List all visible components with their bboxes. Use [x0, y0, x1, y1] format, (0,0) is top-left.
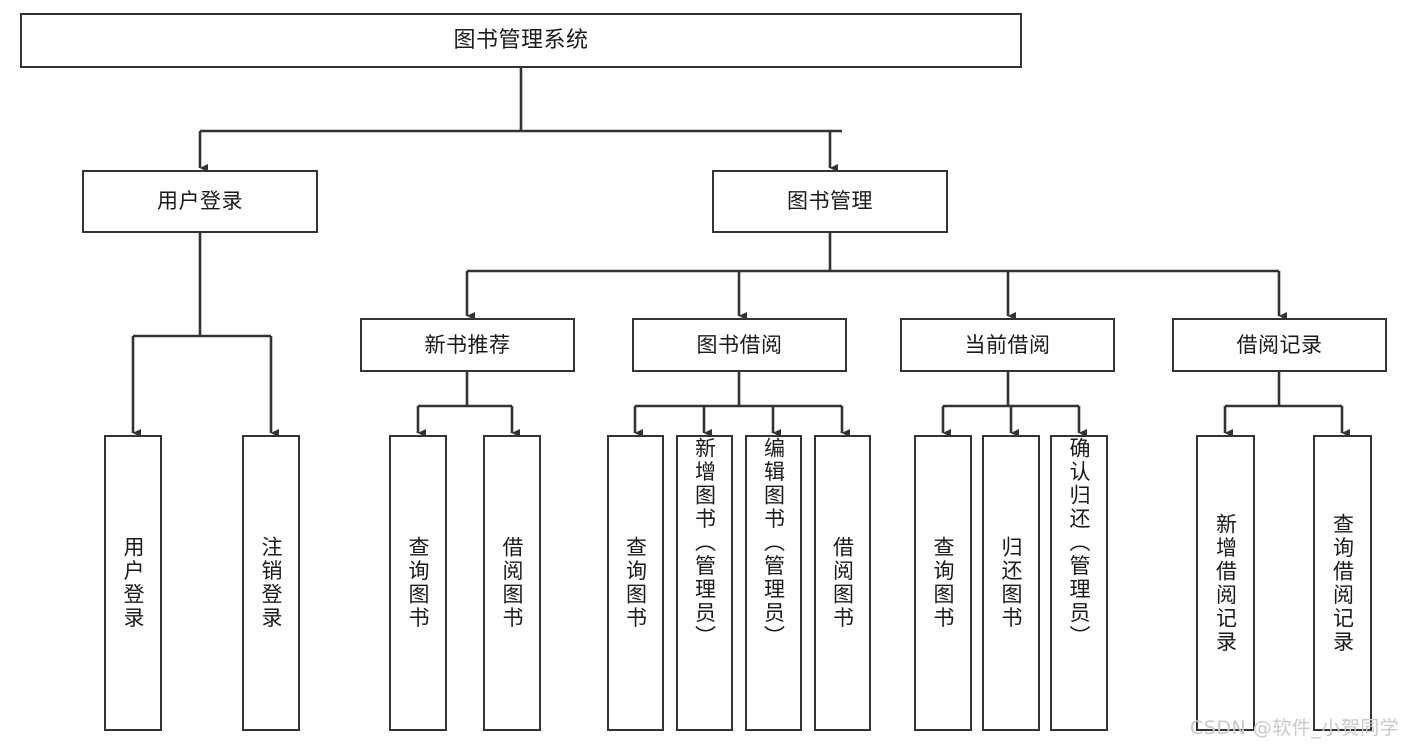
node-leaf-add-borrow-record[interactable]: 新增借阅记录 [1196, 435, 1255, 731]
node-leaf-query-book-current[interactable]: 查询图书 [914, 435, 972, 731]
node-root-system[interactable]: 图书管理系统 [20, 13, 1022, 68]
node-leaf-return-book[interactable]: 归还图书 [982, 435, 1040, 731]
node-label: 查询图书 [406, 536, 431, 630]
node-leaf-lend-book[interactable]: 借阅图书 [814, 435, 871, 731]
node-label: 图书管理系统 [453, 27, 589, 53]
node-label: 新增图书（管理员） [692, 437, 717, 649]
csdn-watermark: CSDN @软件_小贺同学 [1190, 717, 1400, 739]
node-leaf-user-login[interactable]: 用户登录 [104, 435, 162, 731]
node-leaf-confirm-return[interactable]: 确认归还（管理员） [1050, 435, 1108, 731]
node-label: 查询图书 [931, 536, 956, 630]
node-label: 编辑图书（管理员） [761, 437, 786, 649]
node-label: 查询借阅记录 [1330, 512, 1355, 654]
node-leaf-query-book-borrow[interactable]: 查询图书 [607, 435, 664, 731]
node-label: 确认归还（管理员） [1067, 437, 1092, 649]
node-borrow-record[interactable]: 借阅记录 [1172, 318, 1387, 372]
node-leaf-query-borrow-record[interactable]: 查询借阅记录 [1313, 435, 1372, 731]
node-leaf-logout[interactable]: 注销登录 [242, 435, 300, 731]
node-current-borrow[interactable]: 当前借阅 [900, 318, 1115, 372]
node-leaf-borrow-book-newbook[interactable]: 借阅图书 [483, 435, 541, 731]
node-label: 注销登录 [259, 536, 284, 630]
node-leaf-add-book[interactable]: 新增图书（管理员） [676, 435, 733, 731]
node-label: 用户登录 [121, 536, 146, 630]
node-label: 用户登录 [157, 189, 243, 214]
node-label: 借阅图书 [500, 536, 525, 630]
node-book-management[interactable]: 图书管理 [712, 170, 948, 233]
node-leaf-edit-book[interactable]: 编辑图书（管理员） [745, 435, 802, 731]
node-label: 图书管理 [787, 189, 873, 214]
node-user-login[interactable]: 用户登录 [82, 170, 318, 233]
node-label: 新增借阅记录 [1213, 512, 1238, 654]
node-label: 查询图书 [623, 536, 648, 630]
node-book-borrow[interactable]: 图书借阅 [632, 318, 847, 372]
node-leaf-query-book-newbook[interactable]: 查询图书 [389, 435, 447, 731]
node-label: 借阅记录 [1236, 332, 1323, 357]
node-new-book-recommend[interactable]: 新书推荐 [360, 318, 575, 372]
node-label: 新书推荐 [424, 332, 511, 357]
node-label: 借阅图书 [830, 536, 855, 630]
node-label: 图书借阅 [696, 332, 783, 357]
node-label: 当前借阅 [964, 332, 1051, 357]
node-label: 归还图书 [999, 536, 1024, 630]
